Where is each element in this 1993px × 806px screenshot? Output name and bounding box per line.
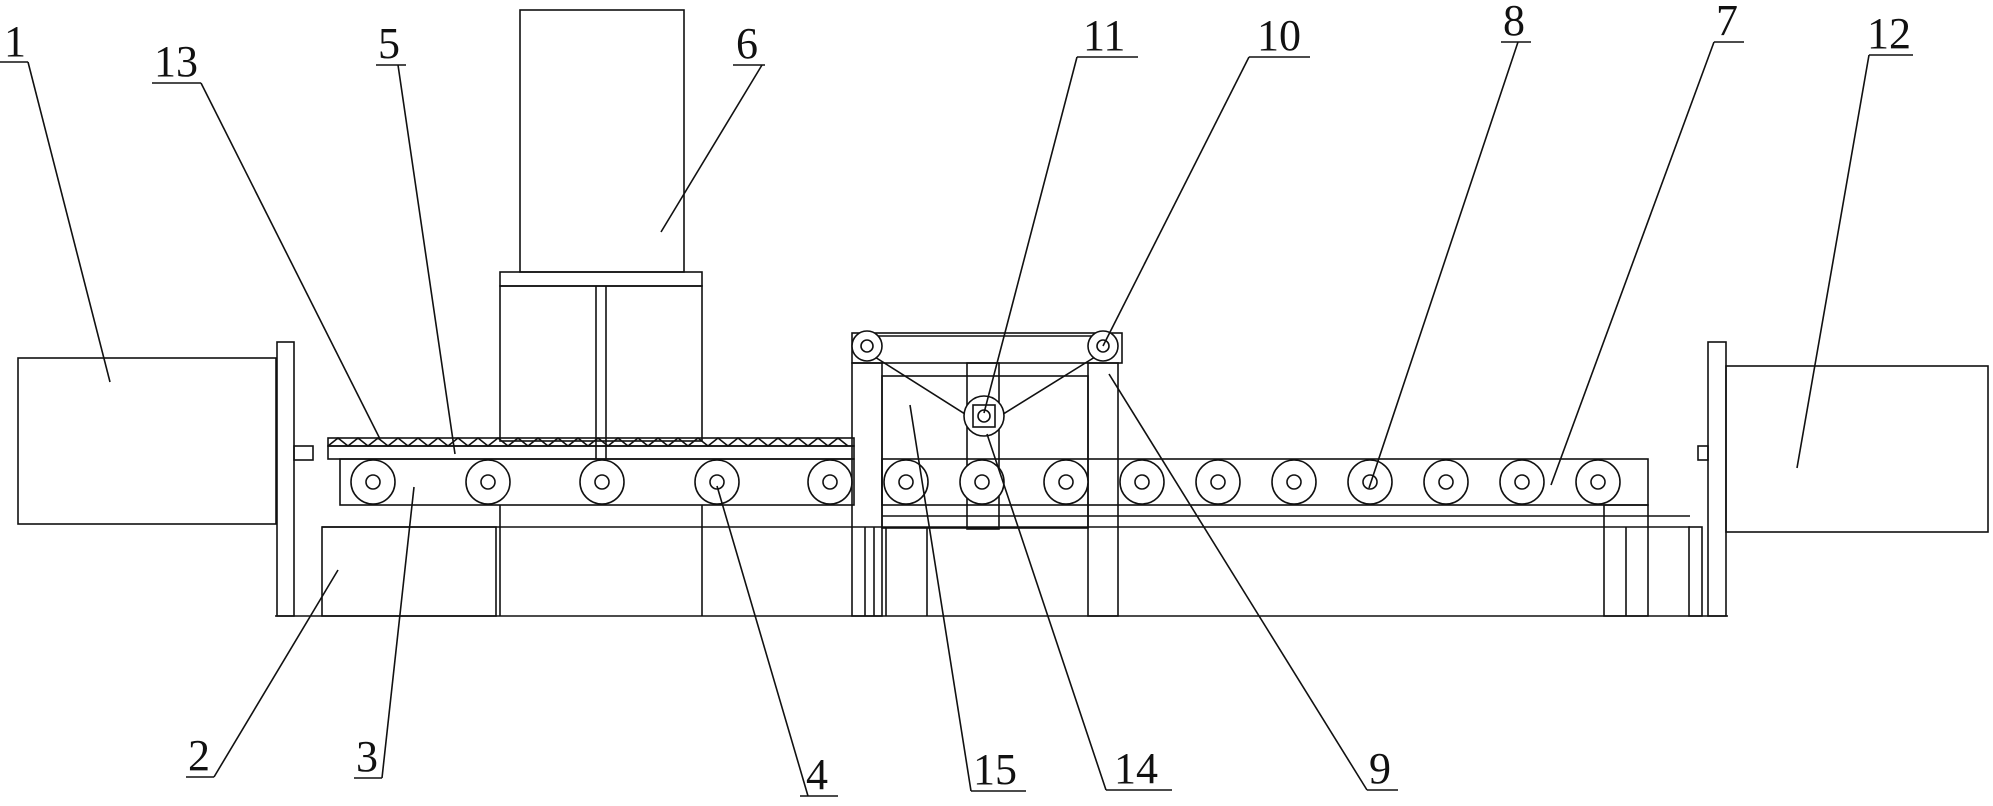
left-rollers — [350, 459, 853, 505]
gantry-pulley-left — [851, 330, 883, 362]
leader-7 — [1550, 41, 1715, 486]
callout-labels: 1 2 3 4 5 6 7 8 9 10 11 12 13 14 15 — [4, 0, 1911, 799]
press-plate — [499, 271, 703, 287]
right-motor-box — [1725, 365, 1989, 533]
callout-9: 9 — [1369, 744, 1391, 793]
leader-6 — [660, 64, 763, 233]
roller — [465, 459, 511, 505]
callout-8: 8 — [1503, 0, 1525, 45]
callout-13: 13 — [154, 37, 198, 86]
leader-13 — [200, 82, 381, 440]
leader-8 — [1368, 41, 1519, 489]
roller — [883, 459, 929, 505]
roller — [1499, 459, 1545, 505]
leader-1 — [27, 61, 111, 383]
leader-3 — [381, 486, 415, 779]
leader-14 — [986, 433, 1107, 791]
workpiece-plate — [327, 445, 855, 460]
leader-lines — [0, 41, 1913, 797]
roller — [579, 459, 625, 505]
right-rollers — [883, 459, 1621, 505]
mold-teeth — [327, 436, 849, 448]
callout-10: 10 — [1257, 11, 1301, 60]
leader-9 — [1108, 373, 1368, 791]
gantry-right-post — [1087, 362, 1119, 617]
roller — [1575, 459, 1621, 505]
right-end-plate — [1707, 341, 1727, 617]
roller — [1195, 459, 1241, 505]
roller — [350, 459, 396, 505]
callout-7: 7 — [1716, 0, 1738, 45]
callout-3: 3 — [356, 732, 378, 781]
callout-4: 4 — [806, 750, 828, 799]
right-conveyor-frame — [881, 458, 1649, 506]
leader-2 — [213, 569, 339, 778]
leader-4 — [716, 485, 809, 797]
callout-15: 15 — [973, 745, 1017, 794]
left-motor-box — [17, 357, 277, 525]
leader-15 — [909, 404, 972, 792]
callout-2: 2 — [188, 731, 210, 780]
gantry-center-column — [966, 362, 1000, 530]
roller — [694, 459, 740, 505]
gantry-left-post — [851, 362, 883, 617]
roller — [1271, 459, 1317, 505]
leader-10 — [1102, 56, 1250, 347]
left-conveyor-frame — [339, 458, 855, 506]
roller — [1347, 459, 1393, 505]
gantry-inner-frame — [881, 375, 1089, 529]
right-end-bracket — [1688, 526, 1703, 617]
press-cylinder — [519, 9, 685, 273]
callout-12: 12 — [1867, 9, 1911, 58]
callout-5: 5 — [378, 19, 400, 68]
callout-6: 6 — [736, 19, 758, 68]
left-support-block — [321, 526, 497, 617]
roller — [1043, 459, 1089, 505]
press-frame — [499, 285, 703, 442]
roller — [807, 459, 853, 505]
roller — [1423, 459, 1469, 505]
roller — [959, 459, 1005, 505]
leader-12 — [1796, 54, 1870, 469]
callout-11: 11 — [1083, 11, 1125, 60]
left-end-plate — [276, 341, 295, 617]
leader-5 — [397, 64, 456, 455]
callout-14: 14 — [1114, 744, 1158, 793]
center-pulley — [963, 395, 1005, 437]
leader-11 — [983, 56, 1078, 414]
callout-1: 1 — [4, 17, 26, 66]
gantry-top-beam — [851, 332, 1123, 364]
right-coupling — [1697, 445, 1709, 461]
roller — [1119, 459, 1165, 505]
left-coupling — [293, 445, 314, 461]
